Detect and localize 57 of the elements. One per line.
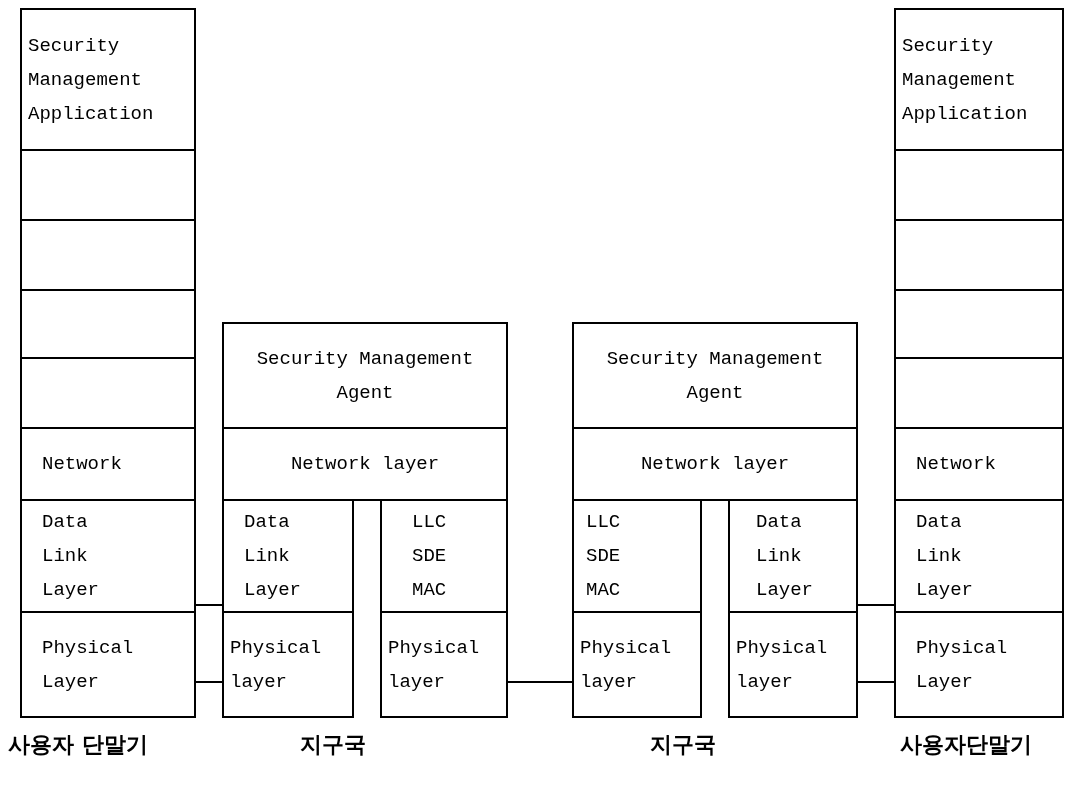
layer-box [20,427,196,501]
layer-box [728,499,858,613]
connector-line [857,681,895,683]
station-caption: 지구국 [300,731,366,759]
layer-label: Physical layer [736,635,829,695]
layer-box [572,427,858,501]
layer-label: Physical layer [230,635,323,695]
empty-layer-box [894,149,1064,221]
empty-layer-box [20,289,196,359]
layer-box [572,499,702,613]
layer-box [380,611,508,718]
layer-label: LLC SDE MAC [586,510,622,603]
empty-layer-box [20,357,196,429]
layer-box [894,499,1064,613]
empty-layer-box [894,289,1064,359]
layer-box [572,611,702,718]
layer-label: Data Link Layer [244,510,302,603]
connector-line [195,604,223,606]
layer-label: Physical Layer [42,635,135,695]
layer-label: Security Management Agent [255,346,475,406]
layer-box [894,8,1064,151]
station-caption: 사용자단말기 [900,731,1032,759]
layer-box [20,611,196,718]
layer-label: Security Management Agent [605,346,825,406]
layer-label: Security Management Application [28,33,155,127]
station-caption: 사용자 단말기 [8,731,148,759]
layer-label: Security Management Application [902,33,1029,127]
layer-box [222,322,508,429]
layer-box [222,611,354,718]
connector-line [857,604,895,606]
empty-layer-box [894,219,1064,291]
layer-label: Network layer [290,452,440,477]
layer-box [20,8,196,151]
layer-box [894,427,1064,501]
layer-label: Network layer [640,452,790,477]
layer-box [380,499,508,613]
layer-label: Physical Layer [916,635,1009,695]
layer-box [894,611,1064,718]
layer-label: Data Link Layer [756,510,814,603]
layer-box [20,499,196,613]
layer-box [728,611,858,718]
empty-layer-box [20,149,196,221]
layer-label: Physical layer [388,635,481,695]
layer-label: Data Link Layer [42,510,100,603]
connector-line [195,681,223,683]
layer-box [222,427,508,501]
empty-layer-box [894,357,1064,429]
layer-label: Network [42,452,122,477]
layer-label: Data Link Layer [916,510,974,603]
layer-box [572,322,858,429]
empty-layer-box [20,219,196,291]
layer-box [222,499,354,613]
layer-label: LLC SDE MAC [412,510,448,603]
station-caption: 지구국 [650,731,716,759]
layer-label: Network [916,452,996,477]
connector-line [507,681,573,683]
layer-label: Physical layer [580,635,673,695]
